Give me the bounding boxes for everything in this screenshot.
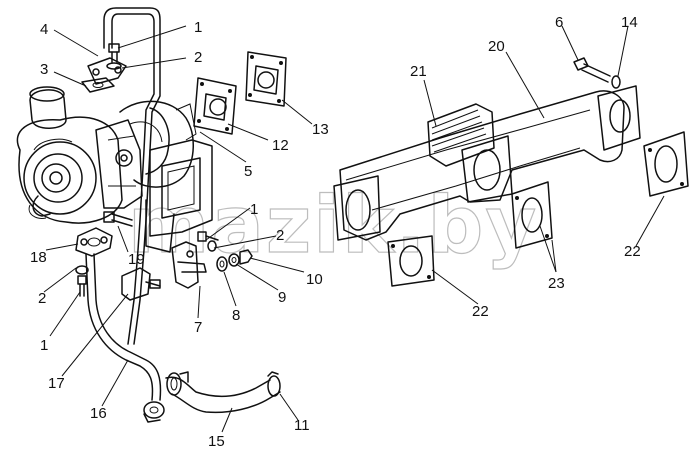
callout-2: 2 bbox=[38, 290, 46, 307]
callout-9: 9 bbox=[278, 289, 286, 306]
callout-17: 17 bbox=[48, 375, 65, 392]
callout-15: 15 bbox=[208, 433, 225, 450]
nut-10 bbox=[239, 249, 253, 265]
air-pipe-15 bbox=[165, 371, 281, 414]
callout-2: 2 bbox=[276, 227, 284, 244]
oil-feed-pipe bbox=[87, 7, 161, 345]
washer-9 bbox=[228, 253, 240, 267]
gasket-22-right bbox=[643, 131, 689, 197]
bracket-7 bbox=[171, 241, 207, 289]
callout-1: 1 bbox=[250, 201, 258, 218]
callout-23: 23 bbox=[548, 275, 565, 292]
callout-10: 10 bbox=[306, 271, 323, 288]
gasket-22-left bbox=[387, 235, 435, 287]
gasket-12 bbox=[193, 77, 237, 135]
flange-18 bbox=[75, 227, 113, 257]
callout-21: 21 bbox=[410, 63, 427, 80]
callout-7: 7 bbox=[194, 319, 202, 336]
outlet-adapter-21 bbox=[427, 103, 495, 167]
callout-20: 20 bbox=[488, 38, 505, 55]
gasket-3 bbox=[81, 77, 115, 93]
bolt-6 bbox=[573, 57, 611, 83]
bolt-lower-left bbox=[75, 265, 89, 297]
callout-6: 6 bbox=[555, 14, 563, 31]
bracket-5 bbox=[145, 139, 213, 253]
callout-22: 22 bbox=[472, 303, 489, 320]
gasket-23 bbox=[511, 181, 553, 249]
callout-numbers: 1 1 1 2 2 2 3 4 5 6 7 8 9 10 11 12 13 14… bbox=[30, 14, 641, 450]
drain-pipe-16 bbox=[85, 253, 165, 423]
callout-12: 12 bbox=[272, 137, 289, 154]
callout-1: 1 bbox=[40, 337, 48, 354]
callout-2: 2 bbox=[194, 49, 202, 66]
callout-1: 1 bbox=[194, 19, 202, 36]
callout-22: 22 bbox=[624, 243, 641, 260]
callout-5: 5 bbox=[244, 163, 252, 180]
callout-4: 4 bbox=[40, 21, 48, 38]
gasket-13 bbox=[245, 51, 287, 107]
callout-8: 8 bbox=[232, 307, 240, 324]
callout-3: 3 bbox=[40, 61, 48, 78]
washer-8 bbox=[216, 256, 228, 272]
callout-16: 16 bbox=[90, 405, 107, 422]
bolt-mid bbox=[197, 231, 219, 252]
callout-13: 13 bbox=[312, 121, 329, 138]
callout-11: 11 bbox=[294, 417, 310, 434]
clamp-17 bbox=[121, 267, 161, 301]
callout-14: 14 bbox=[621, 14, 638, 31]
washer-14 bbox=[611, 75, 621, 89]
callout-19: 19 bbox=[128, 251, 145, 268]
callout-18: 18 bbox=[30, 249, 47, 266]
leader-lines bbox=[43, 25, 665, 433]
